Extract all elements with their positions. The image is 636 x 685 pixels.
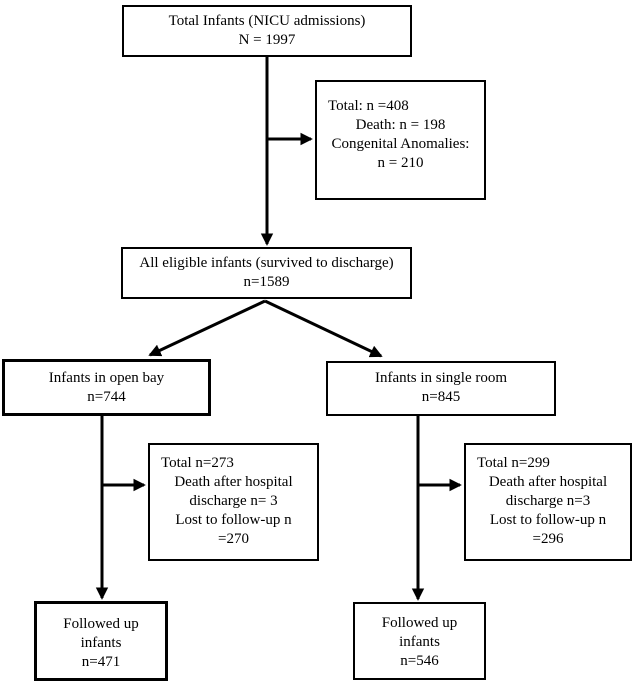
box-text-line: Total n=299	[477, 455, 550, 471]
box-text-line: Followed up	[381, 615, 458, 631]
box-text-line: infants	[399, 634, 440, 650]
box-open-bay: Infants in open bay n=744	[2, 359, 211, 416]
box-text-line: Infants in single room	[374, 370, 508, 386]
box-text-line: Congenital Anomalies:	[331, 136, 470, 152]
box-single-room-lost-followup: Total n=299 Death after hospital dischar…	[464, 443, 632, 561]
box-text-line: n=1589	[243, 274, 290, 290]
box-text-line: n=744	[87, 389, 126, 405]
box-open-bay-followed: Followed up infants n=471	[34, 601, 168, 681]
box-text-line: =270	[218, 531, 249, 547]
box-text-line: Total Infants (NICU admissions)	[168, 13, 366, 29]
box-text-line: Lost to follow-up n	[489, 512, 607, 528]
box-open-bay-lost-followup: Total n=273 Death after hospital dischar…	[148, 443, 319, 561]
box-exclusions: Total: n =408 Death: n = 198 Congenital …	[315, 80, 486, 200]
box-text-line: Death after hospital	[488, 474, 608, 490]
box-text-line: =296	[532, 531, 564, 547]
box-text-line: N = 1997	[238, 32, 296, 48]
box-single-room-followed: Followed up infants n=546	[353, 602, 486, 680]
arrow-eligible-to-single-room	[264, 299, 383, 358]
box-text-line: Lost to follow-up n	[175, 512, 292, 528]
box-text-line: Death: n = 198	[355, 117, 446, 133]
box-eligible-infants: All eligible infants (survived to discha…	[121, 247, 412, 299]
box-text-line: Followed up	[63, 616, 139, 632]
box-text-line: n=845	[421, 389, 461, 405]
box-text-line: Total: n =408	[328, 98, 409, 114]
box-total-infants: Total Infants (NICU admissions) N = 1997	[122, 5, 412, 57]
box-text-line: discharge n=3	[505, 493, 591, 509]
box-text-line: infants	[80, 635, 122, 651]
box-text-line: Death after hospital	[174, 474, 293, 490]
box-text-line: Total n=273	[161, 455, 234, 471]
box-text-line: n = 210	[377, 155, 424, 171]
box-text-line: n=546	[400, 653, 439, 669]
box-single-room: Infants in single room n=845	[326, 361, 556, 416]
arrow-eligible-to-open-bay	[148, 299, 266, 357]
box-text-line: discharge n= 3	[189, 493, 278, 509]
box-text-line: All eligible infants (survived to discha…	[139, 255, 394, 271]
box-text-line: Infants in open bay	[48, 370, 165, 386]
box-text-line: n=471	[81, 654, 121, 670]
